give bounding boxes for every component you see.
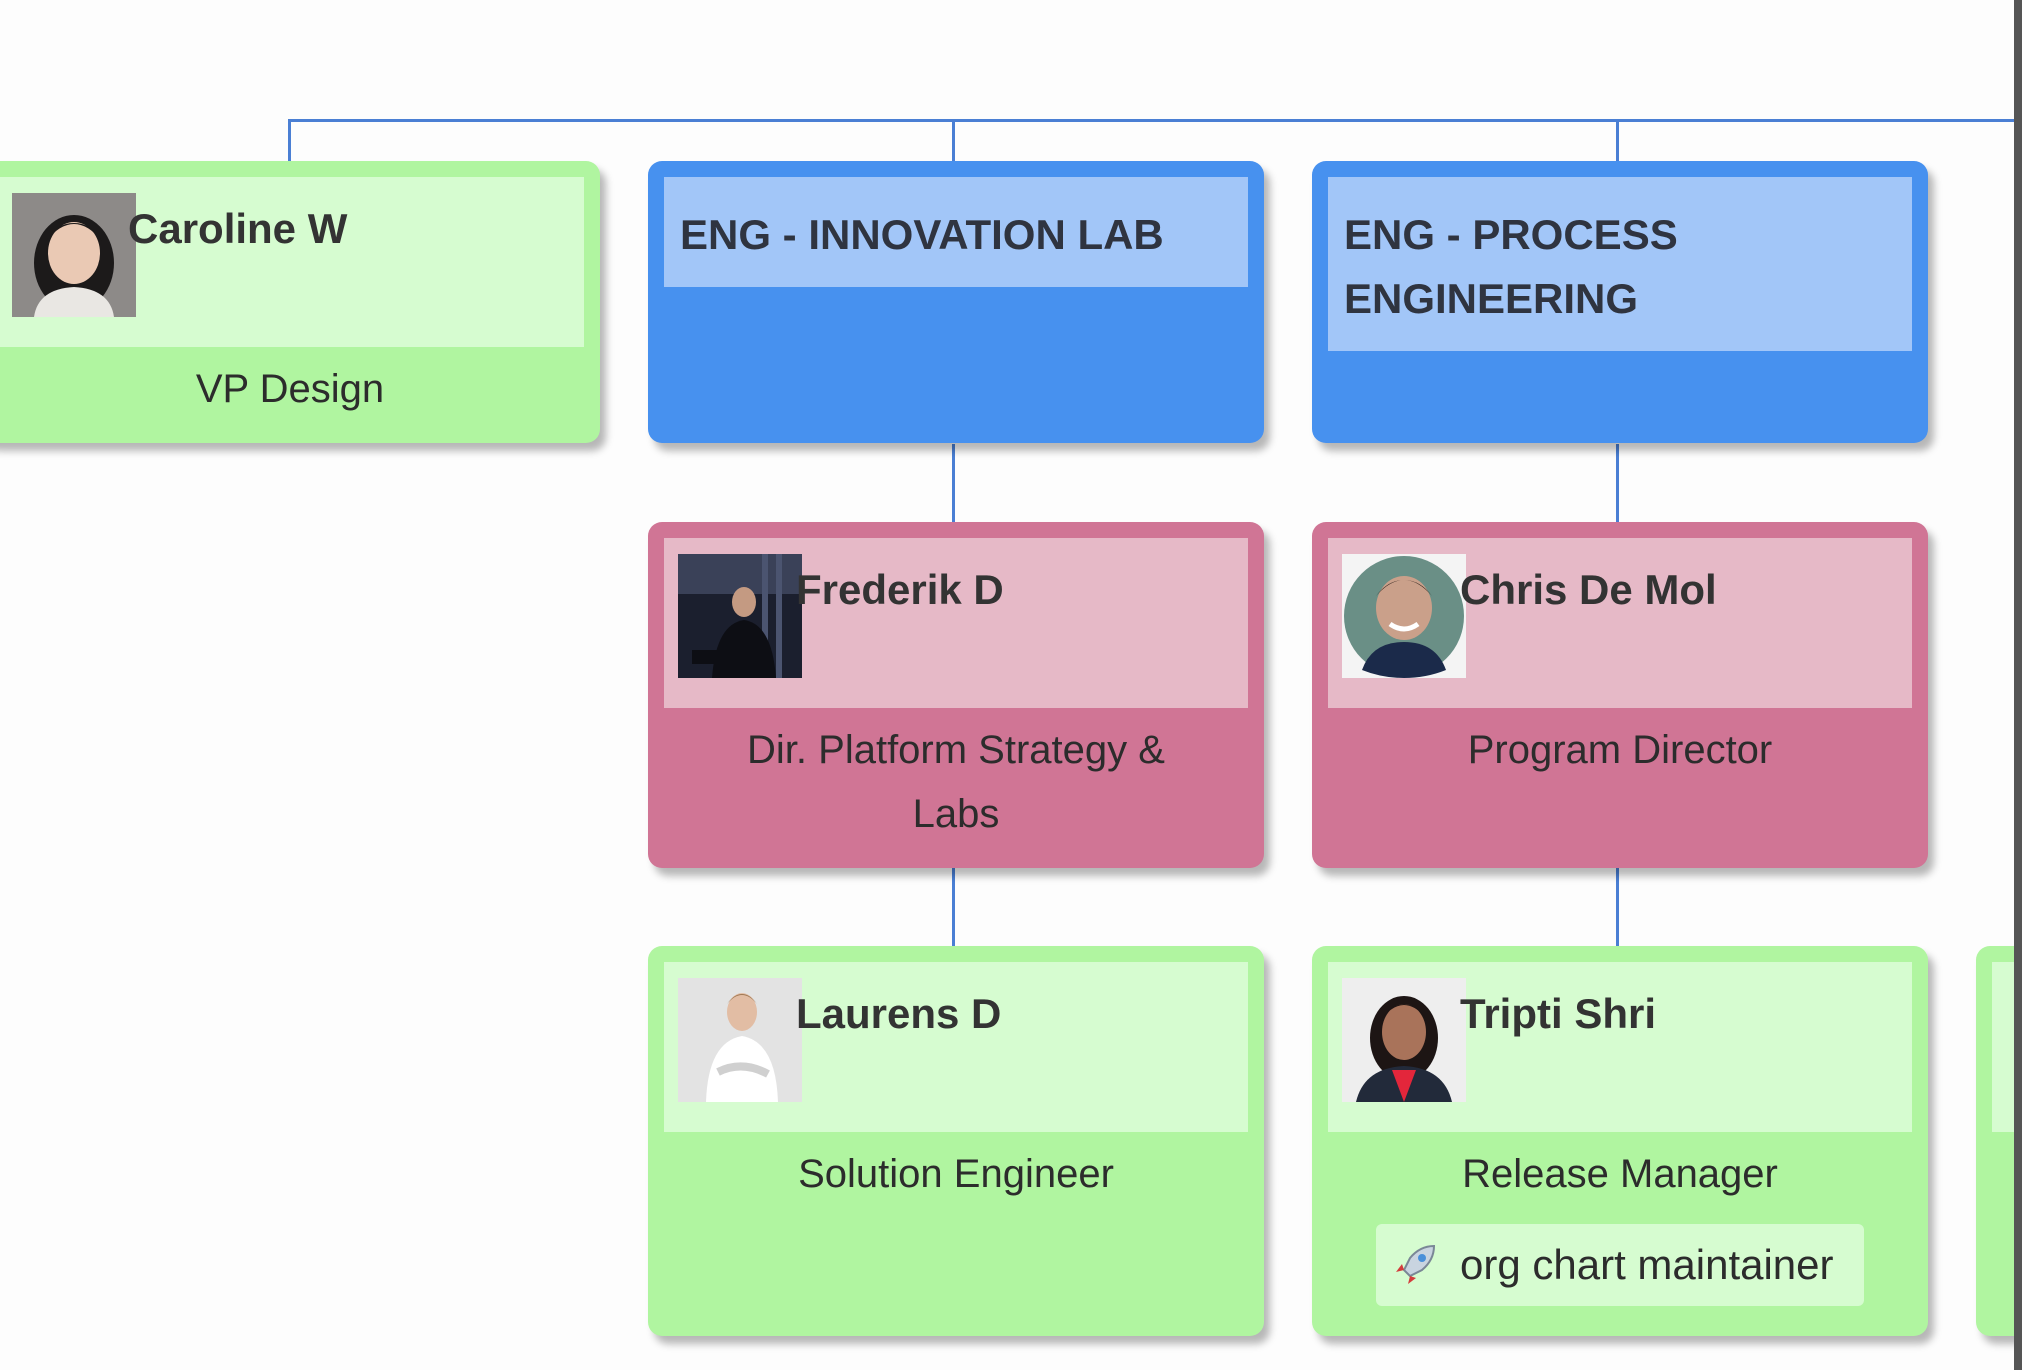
connector-chris-to-tripti — [1616, 868, 1619, 946]
vertical-scrollbar[interactable] — [2014, 0, 2022, 1370]
person-name: Caroline W — [128, 205, 348, 252]
person-role: Program Director — [1467, 728, 1773, 772]
connector-to-caroline — [288, 119, 291, 161]
person-name: Chris De Mol — [1460, 566, 1717, 613]
caroline-avatar — [12, 193, 136, 317]
frederik-avatar — [678, 554, 802, 678]
person-card-chris[interactable]: Chris De Mol Program Director — [1312, 522, 1928, 868]
person-card-header: Frederik D — [664, 538, 1248, 708]
person-card-tripti[interactable]: Tripti Shri Release Manager org chart ma… — [1312, 946, 1928, 1336]
connector-innovation-to-frederik — [952, 444, 955, 522]
person-tag-label: org chart maintainer — [1460, 1241, 1834, 1288]
connector-frederik-to-laurens — [952, 868, 955, 946]
person-card-header: Laurens D — [664, 962, 1248, 1132]
department-card-process-engineering[interactable]: ENG - PROCESS ENGINEERING — [1312, 161, 1928, 443]
department-title: ENG - INNOVATION LAB — [680, 211, 1164, 258]
connector-process-to-chris — [1616, 444, 1619, 522]
person-name: Tripti Shri — [1460, 990, 1657, 1037]
person-card-laurens[interactable]: Laurens D Solution Engineer — [648, 946, 1264, 1336]
person-card-header: Chris De Mol — [1328, 538, 1912, 708]
department-card-header: ENG - PROCESS ENGINEERING — [1328, 177, 1912, 351]
laurens-avatar — [678, 978, 802, 1102]
person-card-header: Tripti Shri — [1328, 962, 1912, 1132]
connector-top-horizontal — [288, 119, 2014, 122]
person-card-header: Caroline W — [0, 177, 584, 347]
chris-avatar — [1342, 554, 1466, 678]
tripti-avatar — [1342, 978, 1466, 1102]
connector-to-process-engineering — [1616, 119, 1619, 161]
person-tag[interactable]: org chart maintainer — [1376, 1224, 1864, 1306]
person-name: Frederik D — [796, 566, 1004, 613]
connector-to-innovation-lab — [952, 119, 955, 161]
person-role: Release Manager — [1462, 1152, 1778, 1196]
person-role: Solution Engineer — [798, 1152, 1114, 1196]
department-card-innovation-lab[interactable]: ENG - INNOVATION LAB — [648, 161, 1264, 443]
person-name: Laurens D — [796, 990, 1002, 1037]
rocket-icon — [1396, 1244, 1436, 1284]
person-card-frederik[interactable]: Frederik D Dir. Platform Strategy & Labs — [648, 522, 1264, 868]
department-card-header: ENG - INNOVATION LAB — [664, 177, 1248, 287]
person-card-caroline[interactable]: Caroline W VP Design — [0, 161, 600, 443]
person-role: Dir. Platform Strategy & Labs — [747, 728, 1165, 836]
person-role: VP Design — [195, 367, 385, 411]
department-title: ENG - PROCESS ENGINEERING — [1344, 211, 1678, 322]
